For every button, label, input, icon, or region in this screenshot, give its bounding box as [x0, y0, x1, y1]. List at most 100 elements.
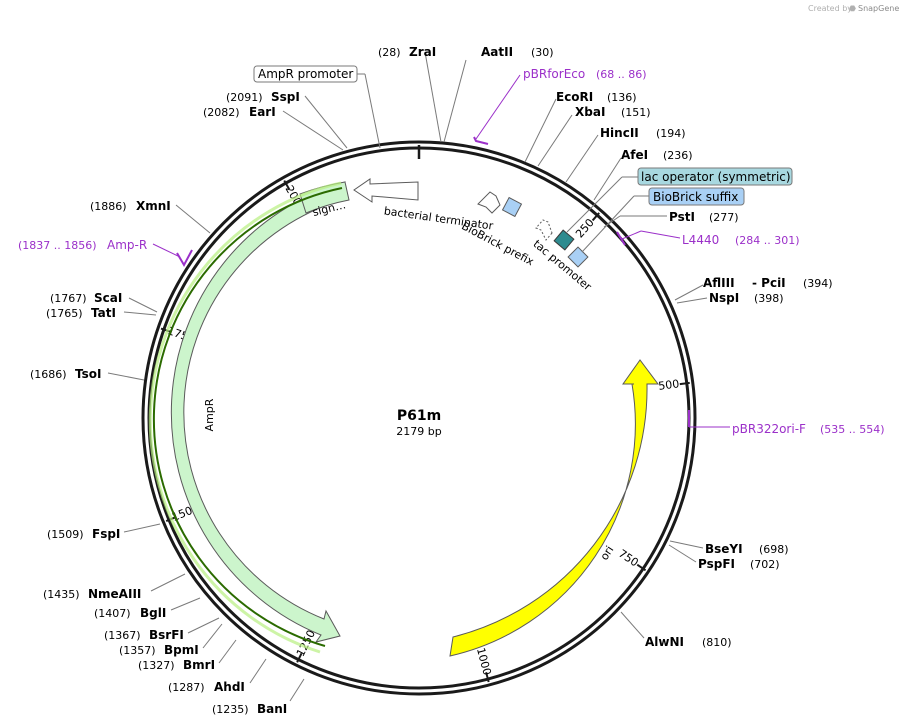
svg-text:(1367): (1367) — [104, 629, 141, 642]
svg-text:ScaI: ScaI — [94, 291, 122, 305]
enzyme-sspi[interactable]: (2091) SspI — [226, 90, 348, 149]
svg-text:TatI: TatI — [91, 306, 116, 320]
svg-text:pBR322ori-F: pBR322ori-F — [732, 422, 806, 436]
svg-text:ZraI: ZraI — [409, 45, 436, 59]
svg-text:BanI: BanI — [257, 702, 287, 716]
svg-text:PstI: PstI — [669, 210, 695, 224]
enzyme-tsoi[interactable]: (1686) TsoI — [30, 367, 145, 381]
svg-text:1000: 1000 — [474, 646, 494, 676]
primer-l4440[interactable]: L4440 (284 .. 301) — [616, 230, 800, 247]
ampr-highlight-dark — [152, 187, 343, 647]
svg-text:(1509): (1509) — [47, 528, 84, 541]
tick-1000: 1000 — [474, 646, 494, 683]
callout-biobrick-suffix-label: BioBrick suffix — [653, 190, 738, 204]
feature-tac-promoter[interactable] — [535, 219, 553, 241]
svg-text:(30): (30) — [531, 46, 554, 59]
enzyme-xmni[interactable]: (1886) XmnI — [90, 199, 211, 234]
enzyme-zrai[interactable]: (28) ZraI — [378, 45, 442, 143]
svg-text:AflIII: AflIII — [703, 276, 735, 290]
svg-text:PspFI: PspFI — [698, 557, 735, 571]
feature-ampr-label: AmpR — [203, 398, 216, 431]
svg-text:AlwNI: AlwNI — [645, 635, 684, 649]
svg-text:XbaI: XbaI — [575, 105, 605, 119]
svg-text:(535 .. 554): (535 .. 554) — [820, 423, 885, 436]
ampr-highlight-light — [148, 181, 342, 654]
enzyme-bpmi[interactable]: (1357) BpmI — [119, 623, 223, 657]
enzyme-psti[interactable]: PstI (277) — [603, 210, 739, 228]
enzyme-hincii[interactable]: HincII (194) — [565, 126, 686, 183]
enzyme-ecori[interactable]: EcoRI (136) — [524, 90, 637, 163]
svg-text:(28): (28) — [378, 46, 401, 59]
svg-text:Amp-R: Amp-R — [107, 238, 147, 252]
feature-ori[interactable] — [449, 359, 659, 657]
svg-text:(1357): (1357) — [119, 644, 156, 657]
enzyme-nspi[interactable]: NspI (398) — [676, 291, 784, 305]
enzyme-bgli[interactable]: (1407) BglI — [94, 597, 201, 620]
enzyme-afliii[interactable]: AflIII - PciI (394) — [674, 276, 833, 301]
feature-ampr[interactable] — [170, 181, 346, 643]
enzyme-fspi[interactable]: (1509) FspI — [47, 523, 161, 541]
credit-brand: SnapGene — [858, 4, 899, 13]
svg-text:(1837 .. 1856): (1837 .. 1856) — [18, 239, 97, 252]
svg-text:(151): (151) — [621, 106, 651, 119]
svg-text:pBRforEco: pBRforEco — [523, 67, 585, 81]
enzyme-xbai[interactable]: XbaI (151) — [537, 105, 651, 167]
svg-text:(1686): (1686) — [30, 368, 67, 381]
enzyme-alwni[interactable]: AlwNI (810) — [620, 611, 732, 649]
svg-text:(394): (394) — [803, 277, 833, 290]
svg-text:BsrFI: BsrFI — [149, 628, 184, 642]
svg-text:FspI: FspI — [92, 527, 120, 541]
enzyme-pspfi[interactable]: PspFI (702) — [668, 544, 780, 571]
enzyme-bani[interactable]: (1235) BanI — [212, 678, 305, 716]
svg-text:BmrI: BmrI — [183, 658, 215, 672]
svg-text:(1407): (1407) — [94, 607, 131, 620]
svg-text:NspI: NspI — [709, 291, 739, 305]
svg-text:HincII: HincII — [600, 126, 639, 140]
enzyme-eari[interactable]: (2082) EarI — [203, 105, 344, 151]
primer-pbrforeco[interactable]: pBRforEco (68 .. 86) — [473, 67, 647, 145]
callout-lac-operator-leader — [566, 176, 623, 233]
svg-text:(1765): (1765) — [46, 307, 83, 320]
enzyme-bseyi[interactable]: BseYI (698) — [669, 540, 789, 556]
feature-biobrick-suffix[interactable] — [567, 246, 589, 268]
tick-250: 250 — [573, 212, 600, 241]
enzyme-afei[interactable]: AfeI (236) — [593, 148, 693, 201]
enzyme-aatii[interactable]: AatII (30) — [443, 45, 554, 143]
feature-bacterial-terminator[interactable] — [353, 178, 419, 203]
callout-lac-operator-label: lac operator (symmetric) — [641, 170, 791, 184]
svg-text:(398): (398) — [754, 292, 784, 305]
callout-ampr-promoter-leader — [364, 73, 381, 149]
svg-text:(698): (698) — [759, 543, 789, 556]
svg-text:SspI: SspI — [271, 90, 300, 104]
enzyme-bsrfi[interactable]: (1367) BsrFI — [104, 617, 220, 642]
svg-text:(1767): (1767) — [50, 292, 87, 305]
svg-text:BseYI: BseYI — [705, 542, 743, 556]
svg-text:(277): (277) — [709, 211, 739, 224]
enzyme-bmri[interactable]: (1327) BmrI — [138, 639, 237, 672]
backbone-outer-ring — [141, 140, 697, 696]
enzyme-tati[interactable]: (1765) TatI — [46, 306, 157, 320]
svg-text:(702): (702) — [750, 558, 780, 571]
svg-text:AfeI: AfeI — [621, 148, 648, 162]
svg-text:500: 500 — [658, 377, 680, 393]
feature-biobrick-prefix-label: BioBrick prefix — [459, 219, 536, 268]
enzyme-nmeaiii[interactable]: (1435) NmeAIII — [43, 573, 186, 601]
primer-pbr322ori-f[interactable]: pBR322ori-F (535 .. 554) — [688, 410, 885, 436]
svg-text:- PciI: - PciI — [752, 276, 786, 290]
svg-text:NmeAIII: NmeAIII — [88, 587, 141, 601]
plasmid-length: 2179 bp — [396, 425, 441, 438]
svg-text:XmnI: XmnI — [136, 199, 171, 213]
callout-ampr-promoter-label: AmpR promoter — [258, 67, 353, 81]
plasmid-name: P61m — [397, 408, 441, 424]
svg-text:EcoRI: EcoRI — [556, 90, 593, 104]
feature-biobrick-prefix[interactable] — [501, 196, 523, 218]
primer-amp-r[interactable]: (1837 .. 1856) Amp-R — [18, 238, 193, 268]
tick-500: 500 — [658, 377, 690, 393]
feature-lac-operator[interactable] — [553, 229, 575, 251]
svg-text:(136): (136) — [607, 91, 637, 104]
svg-text:AhdI: AhdI — [214, 680, 245, 694]
enzyme-ahdi[interactable]: (1287) AhdI — [168, 658, 267, 694]
svg-text:(284 .. 301): (284 .. 301) — [735, 234, 800, 247]
enzyme-scai[interactable]: (1767) ScaI — [50, 291, 158, 313]
